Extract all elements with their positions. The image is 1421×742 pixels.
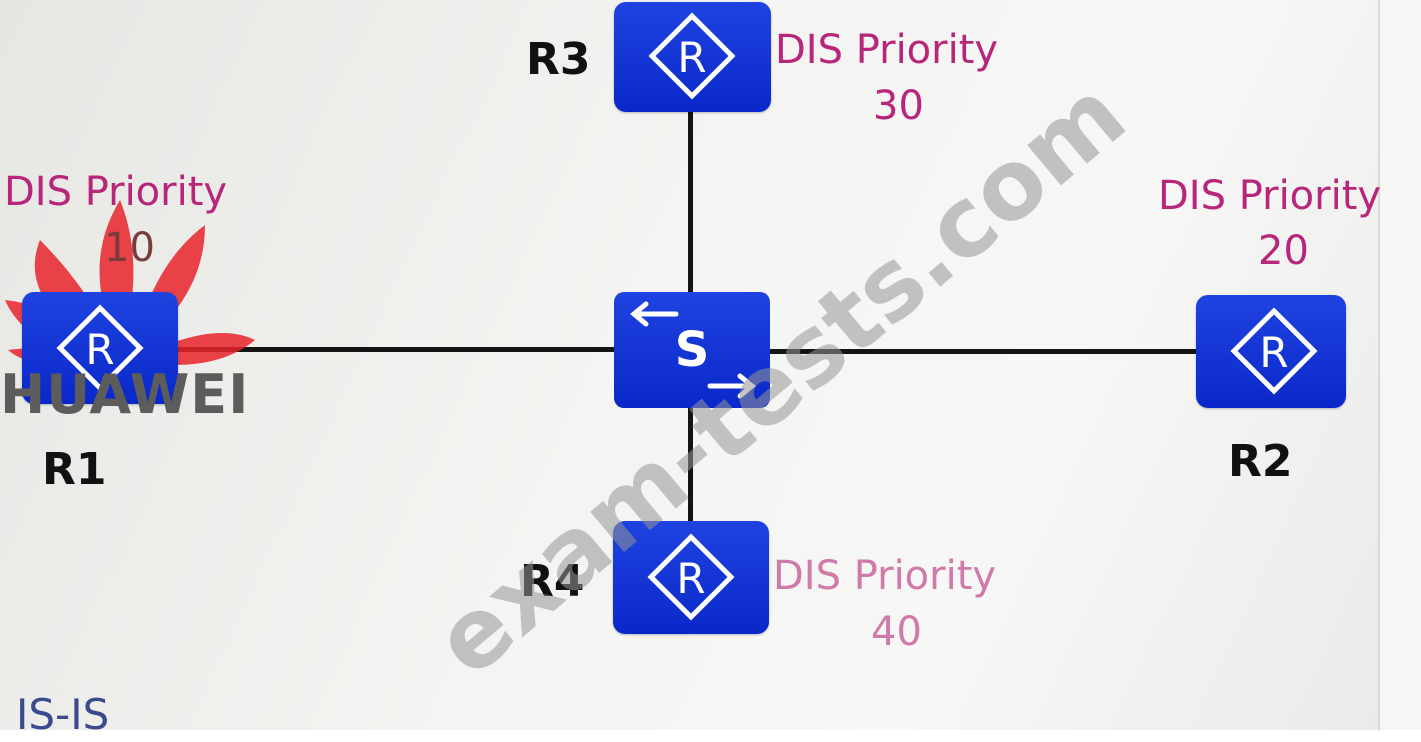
router-r3[interactable]: R [614, 2, 771, 112]
router-r4-letter: R [676, 554, 705, 603]
router-r2[interactable]: R [1196, 295, 1346, 408]
r1-dis-priority-value: 10 [104, 225, 155, 271]
r2-dis-priority-value: 20 [1258, 228, 1309, 274]
router-r1-name: R1 [42, 444, 107, 495]
link-s-r2 [770, 349, 1198, 354]
r4-dis-priority-label: DIS Priority [773, 553, 997, 599]
router-r4-name: R4 [520, 556, 585, 607]
right-frame-edge [1378, 0, 1421, 742]
switch-s-icon: S [630, 301, 756, 399]
huawei-logo-text: HUAWEI [0, 363, 250, 426]
router-r4[interactable]: R [613, 521, 769, 634]
switch-s-label: S [675, 322, 710, 378]
watermark: exam-tests.com [413, 57, 1147, 699]
router-r1[interactable]: R [22, 292, 178, 404]
r1-dis-priority-label: DIS Priority [4, 169, 228, 215]
r2-dis-priority-label: DIS Priority [1158, 173, 1382, 219]
link-r3-s [688, 112, 693, 294]
router-r1-letter: R [85, 325, 114, 374]
r4-dis-priority-value: 40 [871, 609, 922, 655]
router-r2-name: R2 [1228, 436, 1293, 487]
diagram-caption: IS-IS [16, 690, 110, 739]
link-s-r4 [688, 408, 693, 523]
switch-s[interactable]: S [614, 292, 770, 408]
router-r3-icon: R [648, 12, 736, 100]
r3-dis-priority-value: 30 [873, 83, 924, 129]
router-r3-letter: R [677, 33, 706, 82]
link-r1-s [178, 347, 618, 352]
router-r2-icon: R [1230, 307, 1318, 395]
router-r2-letter: R [1259, 328, 1288, 377]
r3-dis-priority-label: DIS Priority [775, 27, 999, 73]
bottom-edge [0, 730, 1421, 742]
router-r4-icon: R [647, 533, 735, 621]
router-r1-icon: R [56, 304, 144, 392]
router-r3-name: R3 [526, 34, 591, 85]
